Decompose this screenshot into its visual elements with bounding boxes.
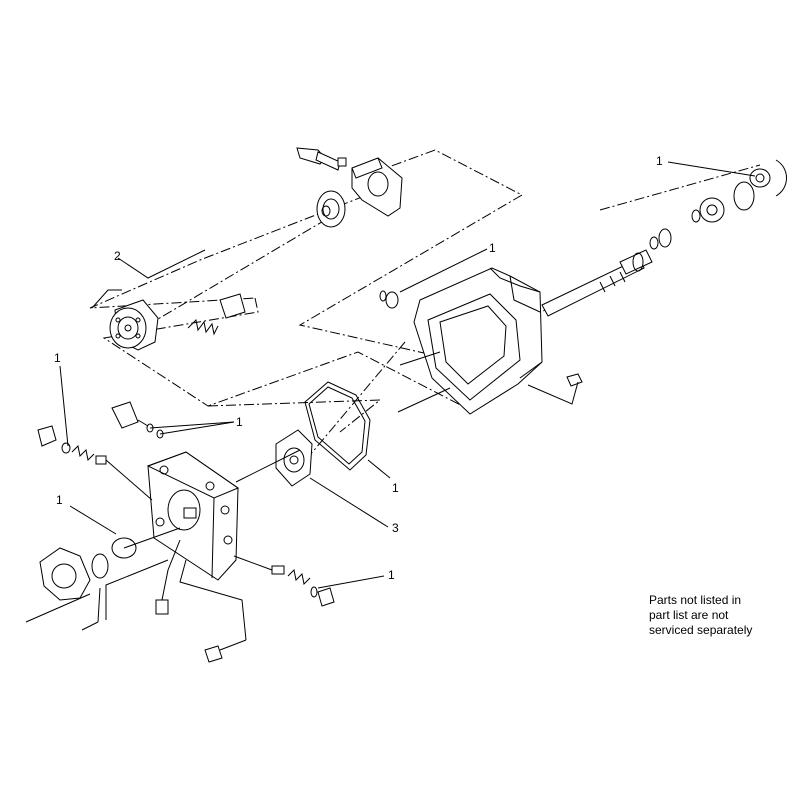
- callout-1-relief-valve: 1: [388, 568, 395, 582]
- compensator-valve: [111, 401, 164, 439]
- callout-leaders: [59, 161, 756, 589]
- bolts: [25, 593, 247, 663]
- callout-3-valve-plate: 3: [392, 521, 399, 535]
- cylinder-block: [91, 289, 159, 351]
- callout-1-housing: 1: [489, 241, 496, 255]
- end-cap-gasket: [304, 381, 371, 471]
- service-note-line: part list are not: [649, 608, 729, 622]
- actuator-pin: [296, 147, 347, 171]
- bearing-ring: [316, 190, 346, 228]
- housing-pins: [379, 290, 583, 413]
- service-note-line: serviced separately: [649, 623, 753, 637]
- callout-1-left-plug: 1: [54, 351, 61, 365]
- shaft-seals: [632, 159, 787, 272]
- callout-1-compensator: 1: [236, 415, 243, 429]
- swashplate-bracket: [351, 157, 403, 217]
- spring-and-pin: [187, 293, 246, 336]
- callout-1-gasket: 1: [392, 481, 399, 495]
- service-note: Parts not listed in part list are not se…: [649, 593, 789, 638]
- callout-1-cover-oring: 1: [56, 493, 63, 507]
- connection-lines: [97, 449, 301, 641]
- end-cap: [146, 451, 240, 581]
- pump-housing: [413, 267, 543, 415]
- valve-plate: [275, 429, 313, 487]
- callout-2-rotating-group: 2: [114, 249, 121, 263]
- drive-shaft: [541, 249, 653, 317]
- left-plug-and-spring: [37, 425, 107, 465]
- callout-1-shaft-seal: 1: [656, 154, 663, 168]
- relief-valve: [271, 565, 335, 607]
- cover-plate: [39, 537, 137, 601]
- callout-labels: 1 1 2 1 1 1 3 1 1: [54, 154, 663, 582]
- service-note-line: Parts not listed in: [649, 593, 742, 607]
